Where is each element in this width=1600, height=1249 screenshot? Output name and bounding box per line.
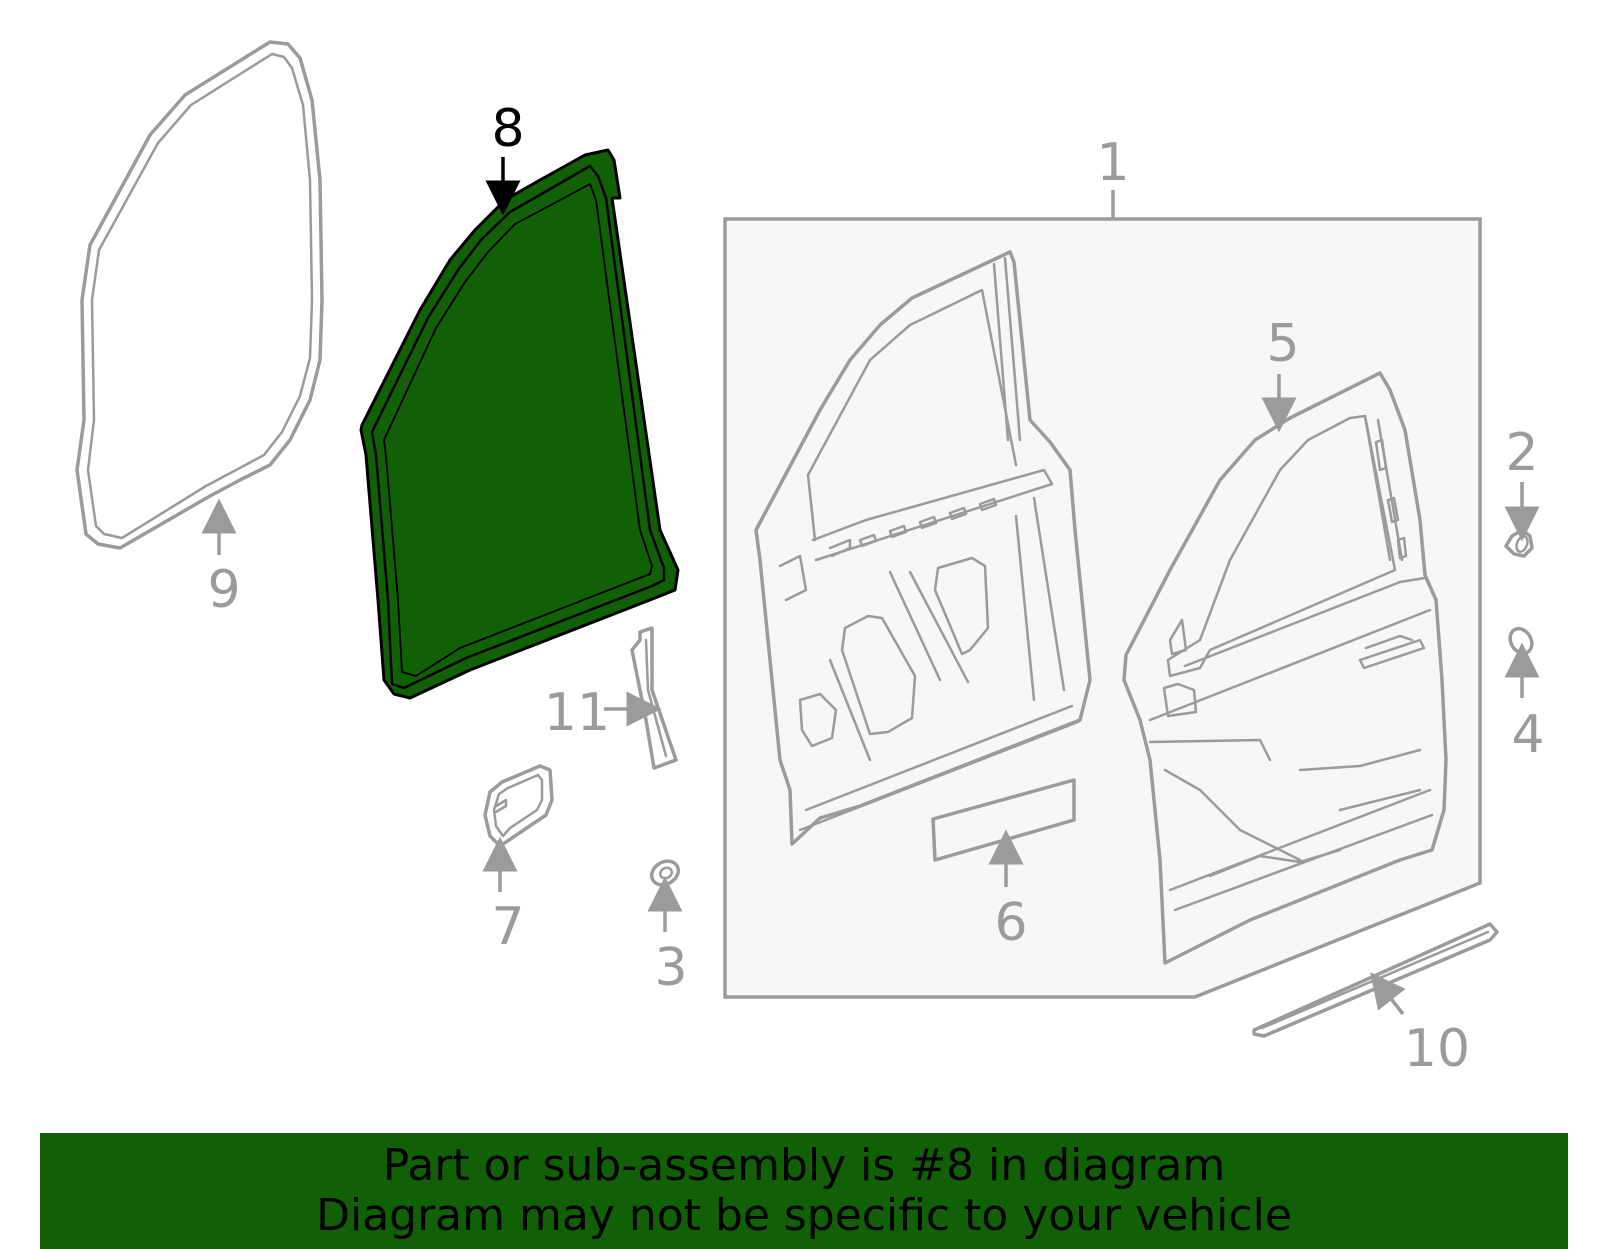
part-11-trim-strip[interactable] — [630, 626, 678, 770]
callout-8: 8 — [491, 99, 524, 159]
banner-line-1: Part or sub-assembly is #8 in diagram — [382, 1140, 1226, 1191]
callout-3: 3 — [654, 938, 687, 998]
info-banner: Part or sub-assembly is #8 in diagram Di… — [40, 1133, 1568, 1249]
part-4-plug[interactable] — [1506, 625, 1536, 658]
callout-1: 1 — [1096, 133, 1129, 193]
door-shell-inner — [754, 250, 1092, 846]
part-7-handle-bezel[interactable] — [483, 764, 554, 848]
part-1-door-assembly-panel[interactable] — [723, 217, 1482, 999]
callout-11: 11 — [544, 683, 610, 743]
leader-lines — [201, 157, 1540, 1016]
callout-6: 6 — [994, 893, 1027, 953]
callout-numbers: 1 2 3 4 5 6 7 8 9 10 11 — [207, 99, 1544, 1079]
part-8-door-seal-highlighted[interactable] — [359, 148, 680, 700]
banner-line-2: Diagram may not be specific to your vehi… — [316, 1190, 1292, 1241]
callout-4: 4 — [1511, 705, 1544, 765]
callout-9: 9 — [207, 560, 240, 620]
part-9-door-opening-weatherstrip[interactable] — [75, 40, 324, 550]
callout-7: 7 — [491, 897, 524, 957]
part-2-clip[interactable] — [1504, 528, 1534, 558]
part-5-door-outer-panel[interactable] — [1122, 371, 1448, 965]
part-3-grommet[interactable] — [647, 856, 682, 889]
callout-5: 5 — [1266, 314, 1299, 374]
part-6-door-label[interactable] — [931, 778, 1076, 862]
leader-10 — [1370, 972, 1406, 1016]
callout-2: 2 — [1505, 423, 1538, 483]
callout-10: 10 — [1404, 1019, 1470, 1079]
